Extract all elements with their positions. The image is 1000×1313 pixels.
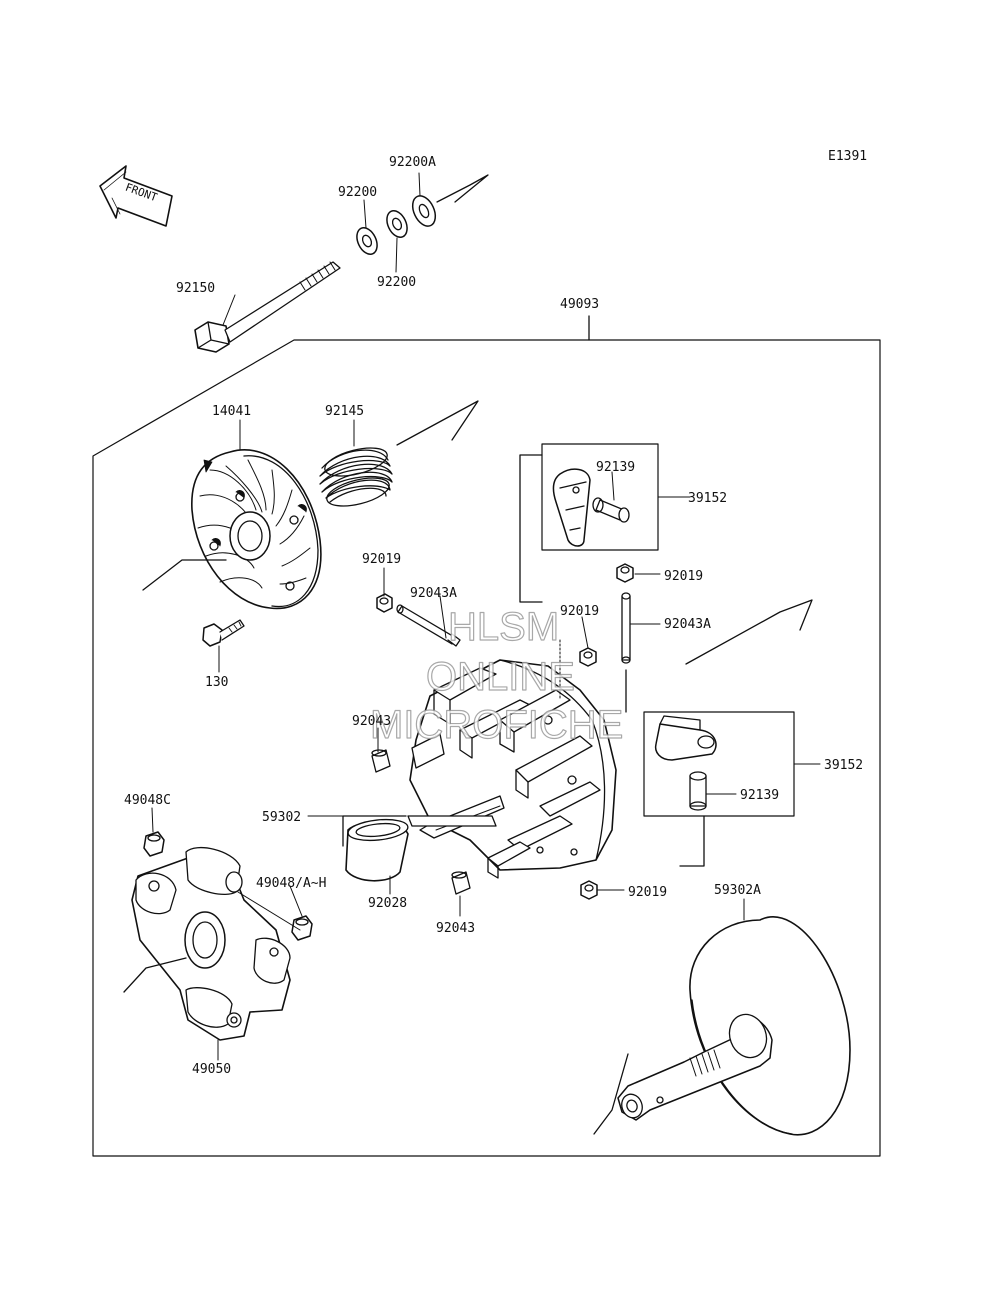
part-label: 59302A — [714, 883, 761, 898]
spring-92145 — [319, 445, 393, 507]
part-label: 39152 — [824, 758, 863, 773]
part-label: 92019 — [560, 604, 599, 619]
washer-92200-a — [386, 210, 408, 238]
part-label: 92028 — [368, 896, 407, 911]
part-label: 49093 — [560, 297, 599, 312]
watermark: HLSM ONLINE MICROFICHE — [369, 604, 624, 747]
sheave-59302A — [617, 916, 851, 1136]
axis-arrow-spring — [396, 400, 479, 446]
pin-92043-a — [371, 749, 391, 773]
part-label: 39152 — [688, 491, 727, 506]
part-label: 92150 — [176, 281, 215, 296]
leader-lines — [151, 172, 821, 1061]
washer-92200A — [411, 195, 437, 227]
part-label: 92043A — [410, 586, 457, 601]
part-label: 92043 — [436, 921, 475, 936]
watermark-line-3: MICROFICHE — [370, 703, 623, 747]
bushing-92028 — [345, 818, 409, 882]
slider-49048-A-H — [291, 915, 313, 941]
axis-arrow-sheave — [142, 559, 227, 591]
part-label: 92145 — [325, 404, 364, 419]
diagram-code: E1391 — [828, 149, 867, 164]
bracket-left — [519, 454, 543, 603]
pin-92139-top — [592, 497, 630, 523]
part-label: 92043A — [664, 617, 711, 632]
part-label: 92043 — [352, 714, 391, 729]
shaft-92043A-a — [396, 604, 461, 647]
watermark-line-2: ONLINE — [426, 655, 575, 699]
part-label: 130 — [205, 675, 228, 690]
part-label: 14041 — [212, 404, 251, 419]
front-arrow-icon: FRONT — [99, 165, 173, 227]
part-label: 49050 — [192, 1062, 231, 1077]
pin-92043-b — [451, 871, 471, 895]
part-label: 59302 — [262, 810, 301, 825]
watermark-line-1: HLSM — [448, 605, 559, 649]
connector-lines — [625, 669, 705, 867]
cam-weight-39152-bot — [654, 715, 717, 761]
part-label: 49048C — [124, 793, 171, 808]
washer-92200-b — [356, 227, 378, 255]
bolt-130 — [202, 619, 245, 647]
part-label: 92139 — [596, 460, 635, 475]
assembly-boundary-49093 — [92, 339, 881, 1157]
part-label: 92139 — [740, 788, 779, 803]
shaft-92043A-b — [621, 592, 631, 664]
nut-92019-d — [580, 880, 598, 900]
part-label: 92200A — [389, 155, 436, 170]
axis-arrow-sheave-bot — [593, 1053, 629, 1135]
part-label: 92019 — [362, 552, 401, 567]
part-label: 49048/A~H — [256, 876, 326, 891]
axis-arrow-spider — [123, 957, 187, 993]
part-label: 92200 — [338, 185, 377, 200]
pin-92139-bot — [689, 771, 707, 811]
part-label: 92019 — [628, 885, 667, 900]
leader-slider — [237, 891, 301, 931]
nut-92019-a — [376, 593, 393, 613]
part-labels: 92200A 92200 92200 92150 49093 14041 921… — [124, 155, 863, 1077]
sheave-14041 — [191, 449, 322, 610]
part-label: 92200 — [377, 275, 416, 290]
cam-weight-39152-top — [552, 468, 591, 547]
axis-arrow-weights — [685, 599, 813, 665]
bolt-92150 — [194, 261, 341, 353]
spider-49050 — [131, 846, 291, 1041]
axis-arrow-washers — [436, 174, 489, 203]
slider-49048C — [143, 831, 165, 857]
part-label: 92019 — [664, 569, 703, 584]
nut-92019-b — [616, 563, 634, 583]
nut-92019-c — [579, 647, 597, 667]
movable-sheave-59302 — [407, 639, 617, 879]
